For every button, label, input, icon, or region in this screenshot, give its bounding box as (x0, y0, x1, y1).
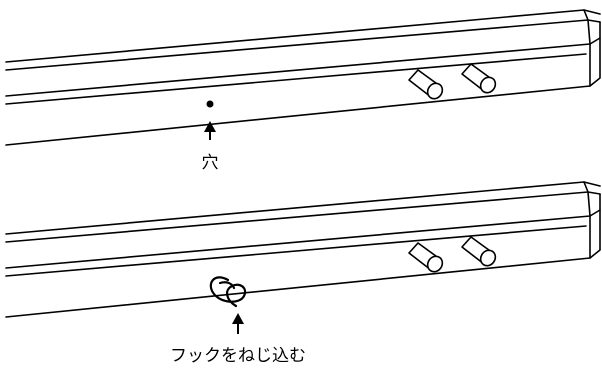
rail-bottom (5, 181, 601, 318)
label-hole: 穴 (202, 153, 219, 173)
hole-dot (206, 100, 214, 108)
panel-hook: フックをねじ込む (5, 181, 601, 366)
screw-hook (209, 276, 247, 308)
rail-top (5, 9, 601, 146)
up-arrow-icon (232, 313, 244, 334)
up-arrow-icon (204, 121, 216, 140)
panel-hole: 穴 (5, 9, 601, 173)
peg-4 (461, 236, 497, 267)
peg-2 (461, 63, 497, 94)
peg-3 (408, 242, 444, 273)
peg-1 (408, 69, 444, 100)
label-screw-hook: フックをねじ込む (170, 346, 306, 366)
